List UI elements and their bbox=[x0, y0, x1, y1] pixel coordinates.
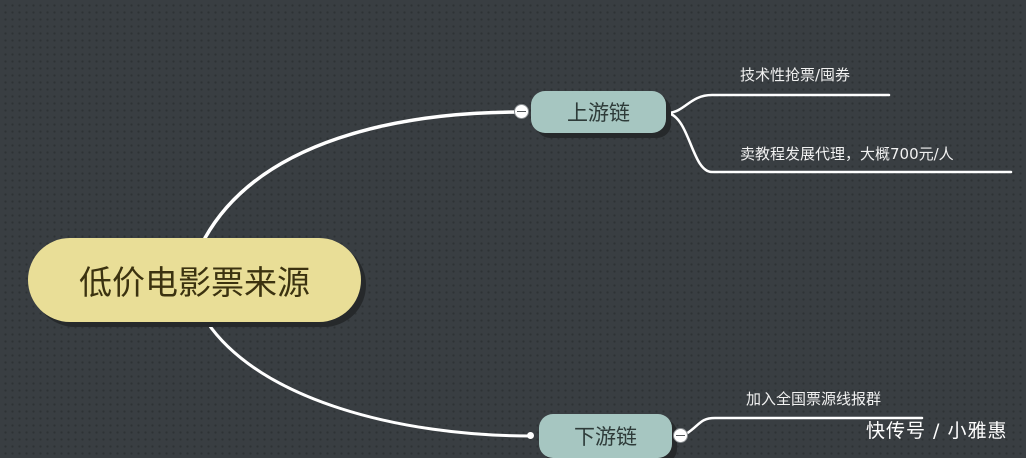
collapse-toggle-downstream-icon[interactable] bbox=[673, 428, 688, 443]
branch-node-label: 下游链 bbox=[574, 425, 637, 449]
leaf-node-technical-ticket-grabbing[interactable]: 技术性抢票/囤券 bbox=[740, 64, 850, 85]
leaf-node-join-ticket-group[interactable]: 加入全国票源线报群 bbox=[746, 388, 881, 409]
watermark: 快传号 / 小雅惠 bbox=[866, 420, 1008, 442]
leaf-node-label: 卖教程发展代理，大概700元/人 bbox=[740, 145, 954, 163]
branch-node-downstream[interactable]: 下游链 bbox=[539, 414, 672, 458]
branch-node-label: 上游链 bbox=[567, 101, 630, 125]
leaf-node-label: 加入全国票源线报群 bbox=[746, 390, 882, 408]
leaf-node-sell-tutorial-agents[interactable]: 卖教程发展代理，大概700元/人 bbox=[740, 143, 954, 164]
leaf-node-label: 技术性抢票/囤券 bbox=[740, 66, 851, 84]
connector-lines bbox=[203, 93, 1013, 438]
branch-node-upstream[interactable]: 上游链 bbox=[531, 91, 666, 133]
collapse-toggle-upstream-icon[interactable] bbox=[514, 104, 529, 119]
root-node[interactable]: 低价电影票来源 bbox=[28, 238, 361, 322]
connector-dot-icon bbox=[527, 432, 534, 439]
root-node-label: 低价电影票来源 bbox=[79, 263, 310, 302]
